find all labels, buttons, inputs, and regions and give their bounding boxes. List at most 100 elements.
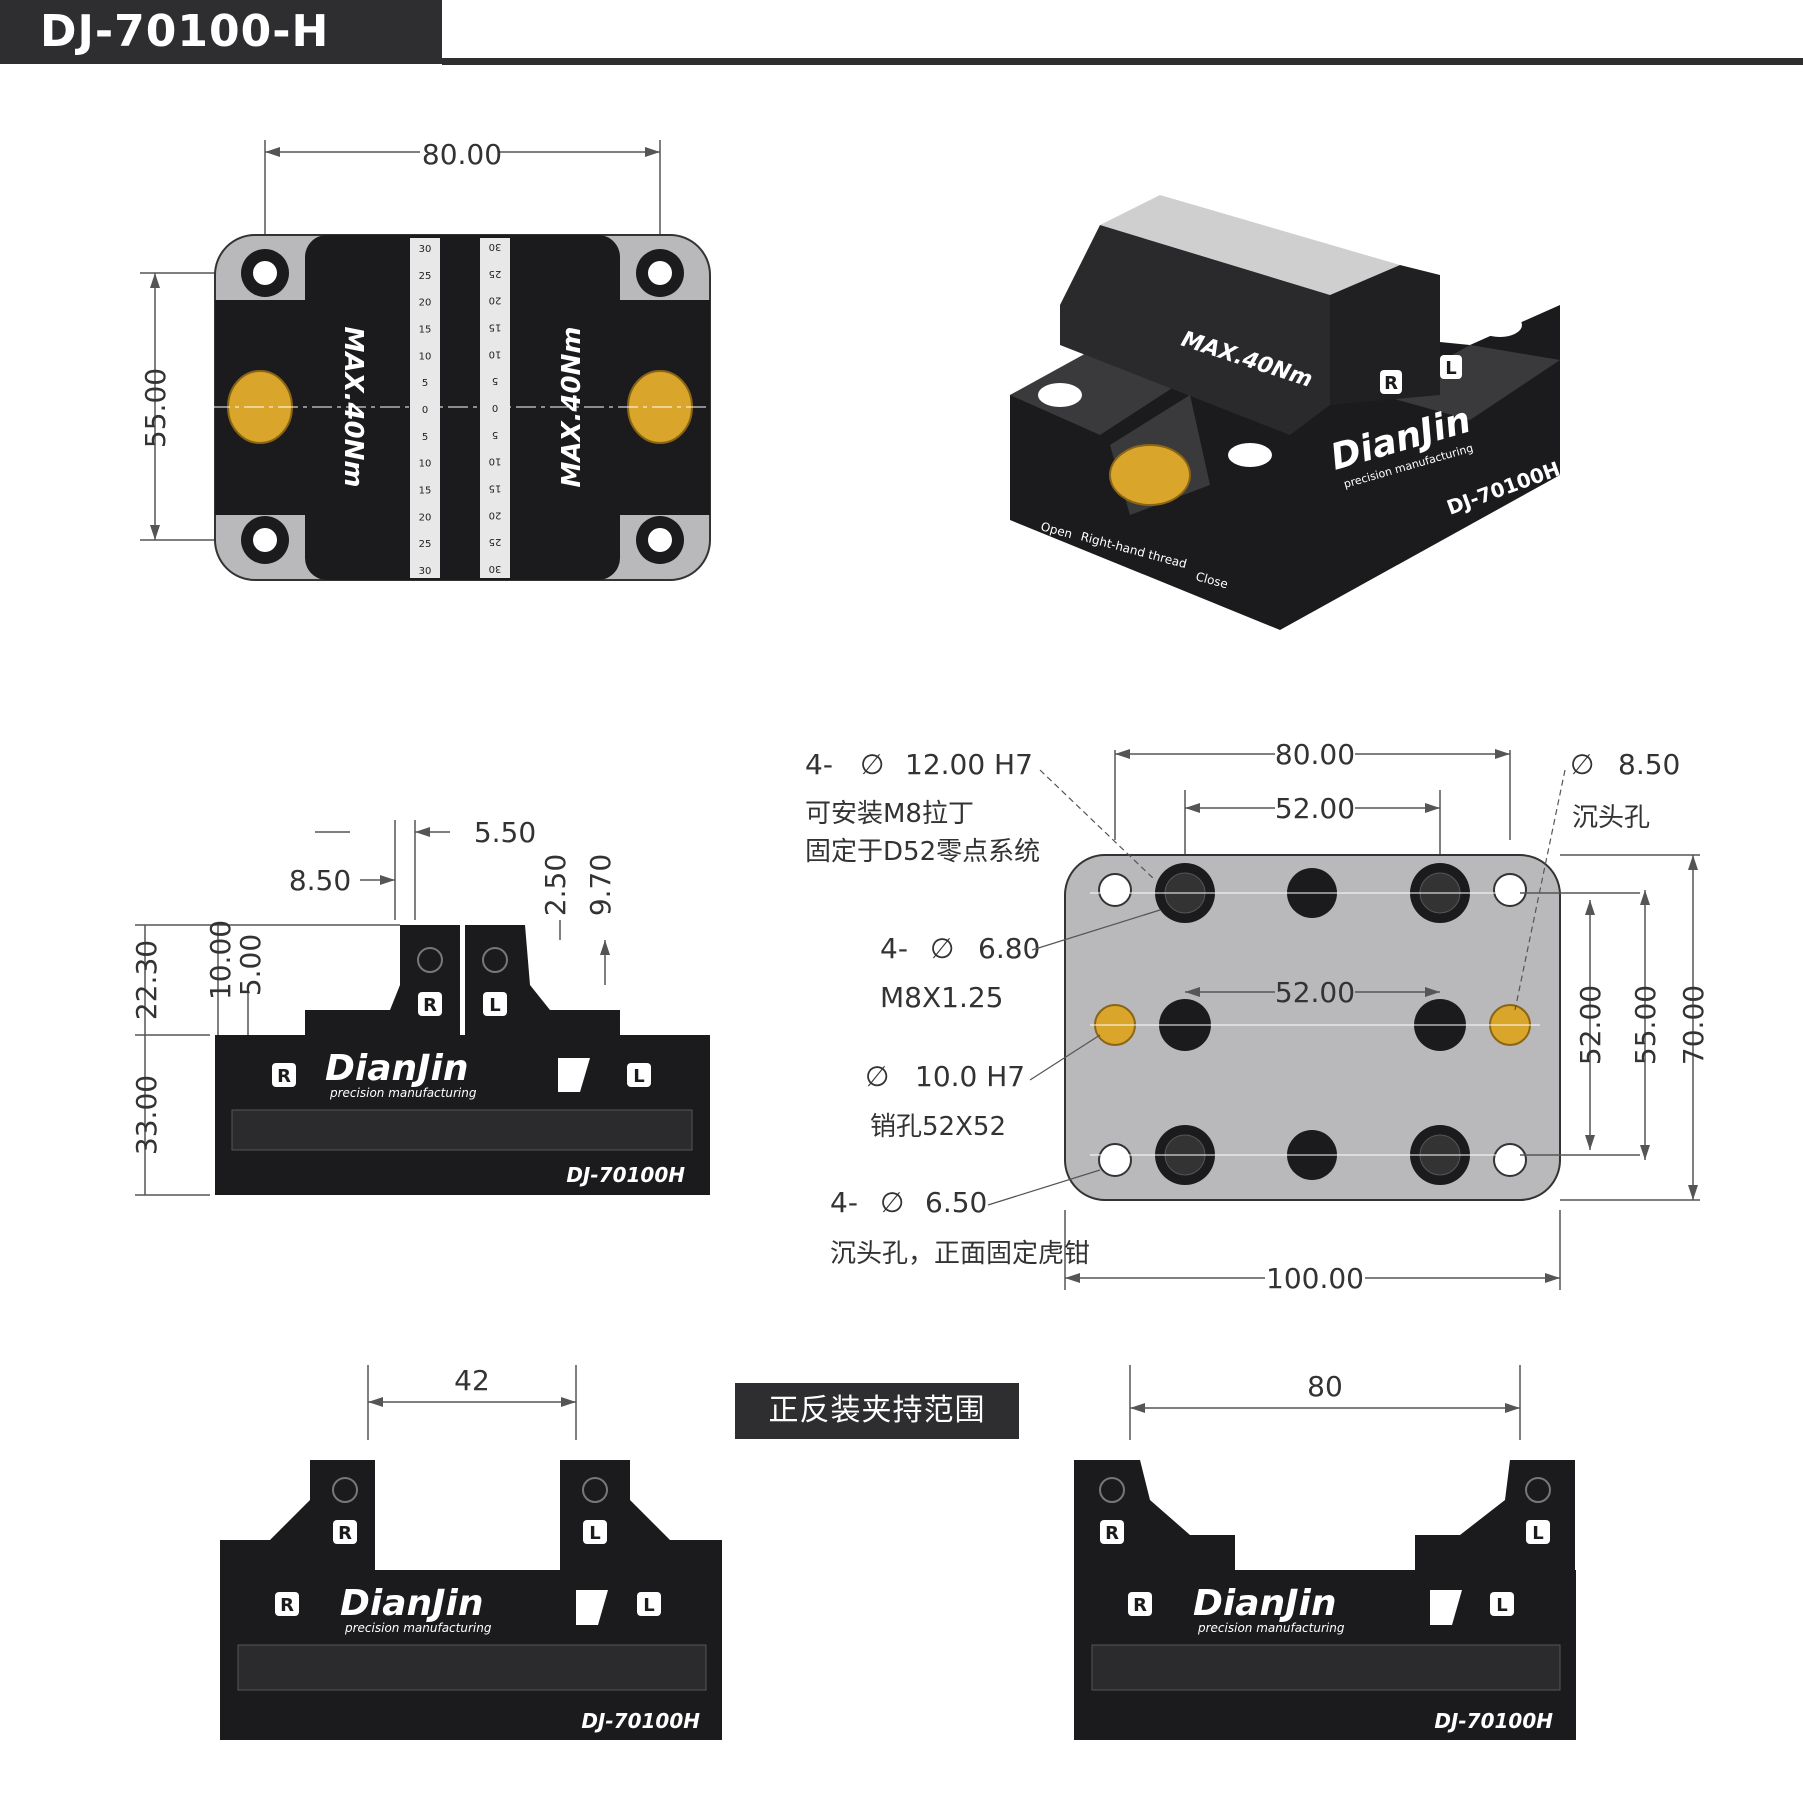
- scale-tick-label: 15: [489, 483, 502, 494]
- scale-left: [410, 238, 440, 578]
- range-right-base-r: R: [1133, 1595, 1147, 1616]
- dim-bottom-70-v: 70.00: [1677, 985, 1710, 1065]
- dim-height-55: 55.00: [139, 368, 172, 448]
- side-brand: DianJin: [325, 1048, 469, 1089]
- dim-10-00: 10.00: [204, 920, 237, 1000]
- range-left-base-l: L: [643, 1595, 654, 1616]
- dim-bottom-55-v: 55.00: [1629, 985, 1662, 1065]
- scale-tick-label: 5: [422, 432, 428, 443]
- callout-4-dia-symbol: ∅: [880, 1186, 904, 1219]
- scale-tick-label: 5: [492, 429, 498, 440]
- scale-tick-label: 15: [489, 322, 502, 333]
- clamping-range-label: 正反装夹持范围: [735, 1383, 1019, 1439]
- scale-tick-label: 25: [489, 268, 502, 279]
- side-jaw-l-label: L: [489, 995, 500, 1016]
- top-view-drawing: 80.00 55.00 30 30 25 25 20 20 15 15 10 10 5 5 0 0 5 5 10…: [139, 135, 720, 581]
- callout-2-dia-symbol: ∅: [930, 932, 954, 965]
- scale-right: [480, 238, 510, 578]
- bottom-view-drawing: 80.00 52.00 52.00 52.00: [805, 738, 1710, 1295]
- range-right-dim: 80: [1307, 1370, 1343, 1403]
- range-left-brand: DianJin: [340, 1583, 484, 1624]
- dim-bottom-52-v: 52.00: [1574, 985, 1607, 1065]
- dim-8-50: 8.50: [289, 864, 351, 897]
- scale-tick-label: 10: [419, 459, 432, 470]
- range-left-brand-sub: precision manufacturing: [344, 1621, 492, 1635]
- callout-4-prefix: 4-: [830, 1186, 858, 1219]
- scale-tick-label: 15: [419, 325, 432, 336]
- scale-tick-label: 10: [489, 348, 502, 359]
- dim-33-00: 33.00: [130, 1075, 163, 1155]
- dim-bottom-100: 100.00: [1266, 1262, 1364, 1295]
- dim-5-50: 5.50: [474, 816, 536, 849]
- scale-tick-label: 20: [489, 295, 502, 306]
- scale-tick-label: 10: [489, 456, 502, 467]
- side-jaw-l: [465, 925, 620, 1035]
- range-right-brand-sub: precision manufacturing: [1197, 1621, 1345, 1635]
- callout-1-dia: 12.00 H7: [905, 748, 1033, 781]
- side-base-l: L: [633, 1066, 644, 1087]
- iso-jaw-l: L: [1445, 358, 1456, 379]
- scale-tick-label: 5: [422, 378, 428, 389]
- range-left-base-r: R: [280, 1595, 294, 1616]
- torque-label-right: MAX.40Nm: [557, 327, 587, 488]
- scale-tick-label: 20: [489, 509, 502, 520]
- scale-tick-label: 20: [419, 298, 432, 309]
- side-brand-sub: precision manufacturing: [329, 1086, 477, 1100]
- dim-width-80: 80.00: [422, 138, 502, 171]
- isometric-view: MAX.40Nm DianJin precision manufacturing…: [1010, 195, 1563, 630]
- callout-2-note: M8X1.25: [880, 981, 1004, 1014]
- dim-bottom-52-mid: 52.00: [1275, 976, 1355, 1009]
- range-right-base-l: L: [1496, 1595, 1507, 1616]
- range-right-brand: DianJin: [1193, 1583, 1337, 1624]
- callout-4-note: 沉头孔，正面固定虎钳: [830, 1239, 1090, 1269]
- range-left-model: DJ-70100H: [581, 1709, 700, 1733]
- side-base-r: R: [277, 1066, 291, 1087]
- callout-4-dia: 6.50: [925, 1186, 987, 1219]
- side-jaw-r: [305, 925, 460, 1035]
- range-right-jaw-r: R: [1105, 1523, 1119, 1544]
- callout-5-dia: 8.50: [1618, 748, 1680, 781]
- side-jaw-r-label: R: [423, 995, 437, 1016]
- range-left-jaw-l: L: [589, 1523, 600, 1544]
- side-view-drawing: 8.50 5.50 2.50 9.70 22.30 10.00 5.00 33.…: [130, 816, 710, 1196]
- scale-tick-label: 30: [489, 563, 502, 574]
- callout-3-note: 销孔52X52: [870, 1112, 1006, 1142]
- scale-tick-label: 5: [492, 375, 498, 386]
- page-title: DJ-70100-H: [40, 6, 330, 57]
- range-right-jaw-l: L: [1532, 1523, 1543, 1544]
- callout-1-note1: 可安装M8拉丁: [805, 799, 974, 829]
- callout-5-dia-symbol: ∅: [1570, 748, 1594, 781]
- title-rule: [442, 58, 1803, 65]
- dim-bottom-52-top: 52.00: [1275, 792, 1355, 825]
- scale-tick-label: 0: [492, 402, 498, 413]
- range-left-jaw-r: R: [338, 1523, 352, 1544]
- scale-tick-label: 25: [489, 536, 502, 547]
- range-right-model: DJ-70100H: [1434, 1709, 1553, 1733]
- scale-tick-label: 0: [422, 405, 428, 416]
- scale-tick-label: 20: [419, 512, 432, 523]
- dim-2-50: 2.50: [539, 854, 572, 916]
- callout-2-prefix: 4-: [880, 932, 908, 965]
- dim-22-30: 22.30: [130, 940, 163, 1020]
- callout-1-dia-symbol: ∅: [860, 748, 884, 781]
- side-model: DJ-70100H: [566, 1163, 685, 1187]
- callout-2-dia: 6.80: [978, 932, 1040, 965]
- scale-tick-label: 25: [419, 271, 432, 282]
- scale-tick-label: 25: [419, 539, 432, 550]
- callout-1-prefix: 4-: [805, 748, 833, 781]
- iso-brass-pin: [1109, 444, 1191, 506]
- range-left-drawing: 42 R L R L DianJin precision manufacturi…: [220, 1364, 722, 1740]
- scale-tick-label: 30: [489, 241, 502, 252]
- dim-5-00: 5.00: [234, 934, 267, 996]
- range-left-dim: 42: [454, 1364, 490, 1397]
- range-right-drawing: 80 R L R L DianJin precision manufacturi…: [1074, 1365, 1576, 1740]
- dim-bottom-80: 80.00: [1275, 738, 1355, 771]
- scale-tick-label: 30: [419, 244, 432, 255]
- scale-tick-label: 10: [419, 351, 432, 362]
- callout-3-dia-symbol: ∅: [865, 1060, 889, 1093]
- scale-tick-label: 30: [419, 566, 432, 577]
- scale-tick-label: 15: [419, 486, 432, 497]
- torque-label-left: MAX.40Nm: [338, 327, 368, 488]
- callout-1-note2: 固定于D52零点系统: [805, 837, 1040, 867]
- iso-jaw-scale: [1100, 195, 1400, 295]
